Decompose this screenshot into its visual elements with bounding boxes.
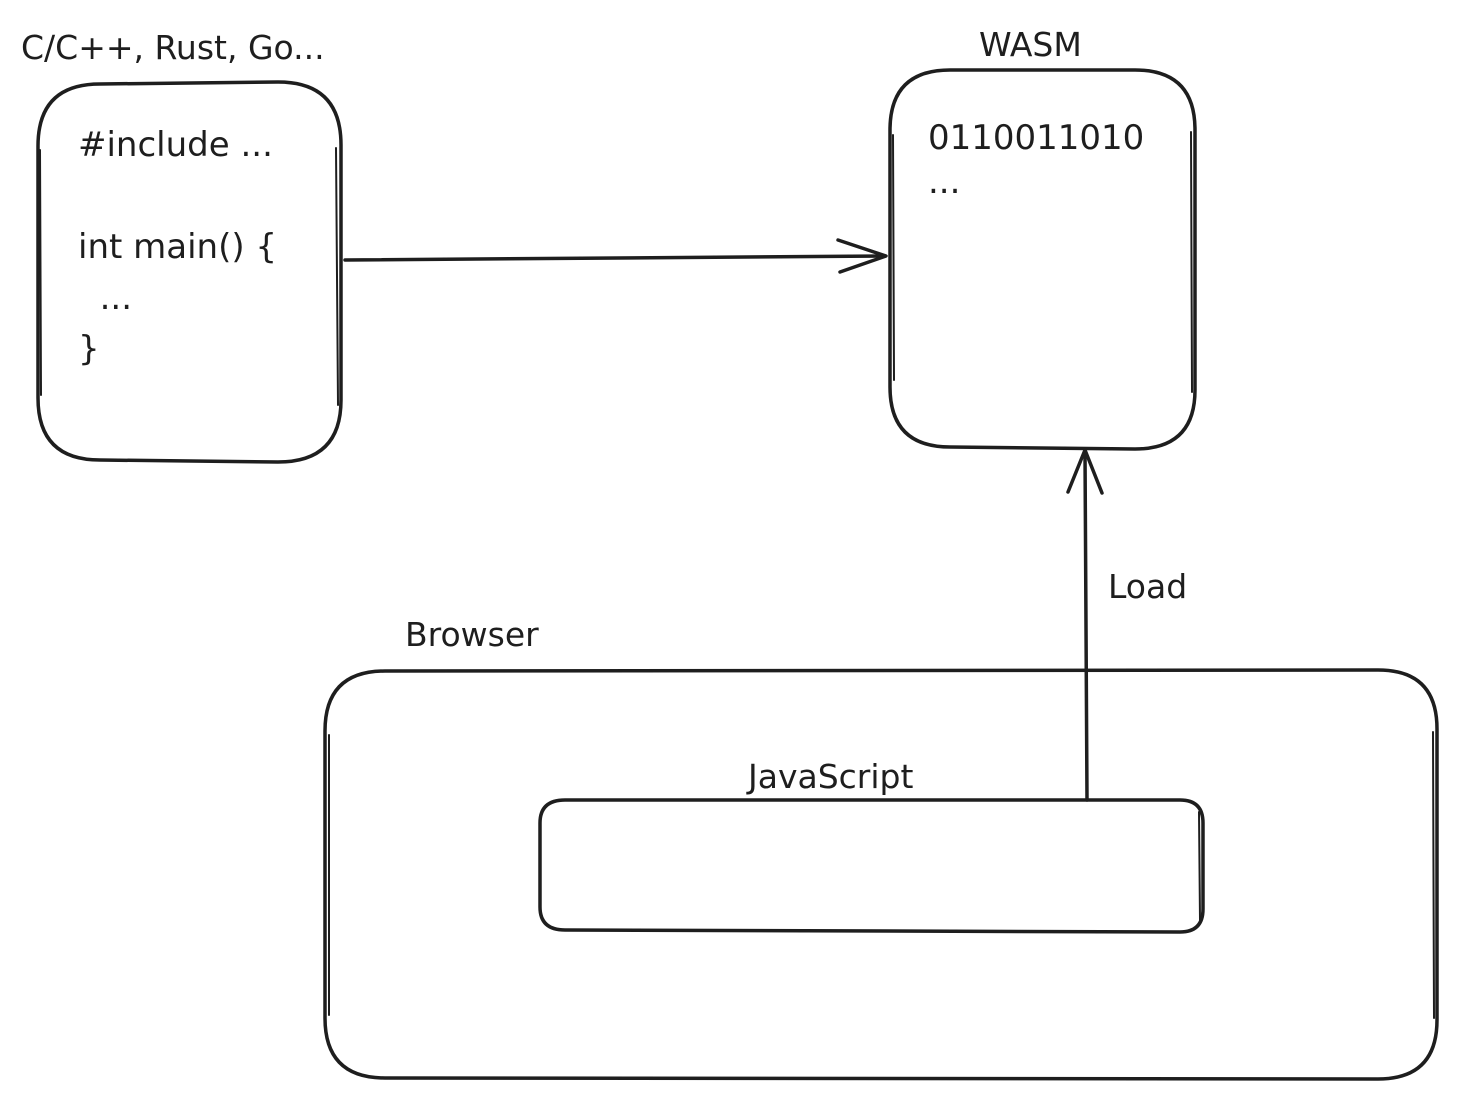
wasm-binary-listing: 0110011010 ... (928, 113, 1144, 200)
wasm-box (888, 68, 1197, 451)
compile-arrowhead (836, 238, 888, 274)
code-line: ... (78, 278, 133, 318)
wasm-line: ... (928, 162, 961, 202)
code-line: #include ... (78, 125, 273, 165)
source-code-box-sketch (39, 147, 339, 406)
browser-box (323, 668, 1439, 1081)
source-code-listing: #include ... int main() { ... } (78, 120, 277, 375)
code-line: int main() { (78, 227, 278, 267)
wasm-line: 0110011010 (928, 118, 1145, 158)
code-line: } (78, 329, 100, 369)
compile-arrow (343, 254, 887, 262)
load-label: Load (1108, 567, 1188, 606)
javascript-caption: JavaScript (748, 757, 914, 796)
javascript-box (538, 798, 1205, 934)
wasm-caption: WASM (979, 25, 1082, 64)
browser-caption: Browser (405, 615, 539, 654)
load-arrowhead (1066, 448, 1104, 495)
wasm-box-sketch (892, 131, 1193, 393)
browser-box-sketch (328, 731, 1435, 1019)
javascript-box-sketch (1198, 811, 1201, 921)
source-code-box (36, 80, 343, 464)
source-languages-caption: C/C++, Rust, Go... (21, 28, 325, 67)
code-line (78, 171, 277, 222)
load-arrow (1083, 450, 1089, 802)
